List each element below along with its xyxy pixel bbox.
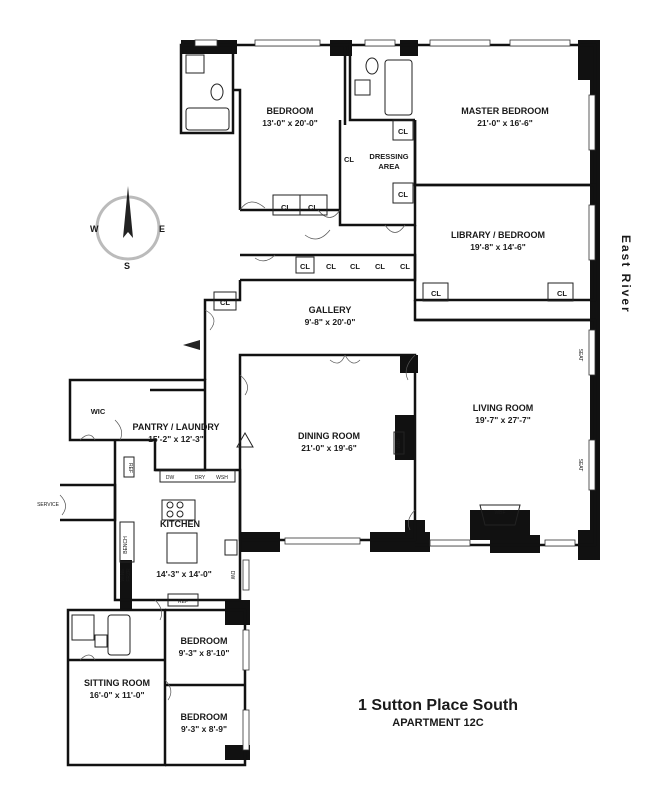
freezer-label: FRZR — [126, 568, 132, 582]
room-living-room-name: LIVING ROOM — [473, 403, 534, 413]
listing-subtitle: APARTMENT 12C — [392, 717, 484, 729]
title-block: 1 Sutton Place South APARTMENT 12C — [318, 697, 558, 729]
sink-icon — [94, 634, 108, 648]
seat-label: SEAT — [577, 459, 583, 472]
kitchen-island — [166, 532, 198, 564]
sink-icon — [185, 54, 205, 74]
washer-label: WSH — [216, 475, 228, 481]
ref-label: REF — [127, 463, 133, 473]
closet-label: CL — [220, 298, 230, 307]
closet-label: CL — [326, 262, 336, 271]
room-pantry-name: PANTRY / LAUNDRY — [132, 422, 219, 432]
sink-icon — [354, 79, 371, 96]
wbf-label: WBF — [396, 437, 402, 448]
room-library-dims: 19'-8" x 14'-6" — [470, 242, 526, 252]
room-dressing-area-name-2: AREA — [378, 162, 400, 171]
bathtub-icon — [384, 59, 413, 116]
closet-label: CL — [431, 289, 441, 298]
east-river-label: East River — [619, 235, 633, 314]
listing-title: 1 Sutton Place South — [357, 697, 518, 714]
closet-label: CL — [300, 262, 310, 271]
room-living-room-dims: 19'-7" x 27'-7" — [475, 415, 531, 425]
bench-label: BENCH — [123, 536, 129, 554]
entry-arrow-icon — [183, 340, 200, 350]
room-pantry-dims: 15'-2" x 12'-3" — [148, 434, 204, 444]
sink-icon — [224, 539, 238, 556]
entry-triangle-icon — [236, 431, 254, 448]
closet-label: CL — [398, 127, 408, 136]
closet-label: CL — [344, 155, 354, 164]
room-labels: BEDROOM 13'-0" x 20'-0" MASTER BEDROOM 2… — [84, 106, 549, 734]
compass-rose: W E S — [90, 186, 165, 271]
seat-label: SEAT — [577, 349, 583, 362]
closet-label: CL — [350, 262, 360, 271]
room-master-bedroom-dims: 21'-0" x 16'-6" — [477, 118, 533, 128]
dishwasher-label: DW — [229, 571, 235, 580]
bathroom-fixtures — [71, 54, 413, 656]
compass-west: W — [90, 224, 99, 234]
dryer-label: DRY — [195, 475, 206, 481]
door-swings — [59, 201, 416, 701]
wine-label: WINE — [120, 568, 126, 582]
closet-label: CL — [281, 203, 291, 212]
compass-south: S — [124, 261, 130, 271]
room-gallery-dims: 9'-8" x 20'-0" — [305, 317, 356, 327]
closet-label: CL — [398, 190, 408, 199]
toilet-icon — [210, 83, 224, 101]
fireplaces — [393, 431, 521, 526]
room-kitchen-name: KITCHEN — [160, 519, 200, 529]
room-sitting-room-name: SITTING ROOM — [84, 678, 150, 688]
room-dining-room-dims: 21'-0" x 19'-6" — [301, 443, 357, 453]
compass-east: E — [159, 224, 165, 234]
room-bedroom-top-name: BEDROOM — [267, 106, 314, 116]
ref-label: REF — [178, 599, 188, 605]
kitchen-fixtures — [119, 456, 238, 607]
room-dining-room-name: DINING ROOM — [298, 431, 360, 441]
bathtub-icon — [185, 107, 230, 131]
room-bedroom-mid-dims: 9'-3" x 8'-10" — [179, 648, 230, 658]
closet-label: CL — [400, 262, 410, 271]
small-labels: CL CL CL CL CL CL CL CL CL CL CL CL CL W… — [37, 127, 633, 605]
room-library-name: LIBRARY / BEDROOM — [451, 230, 545, 240]
room-bedroom-mid-name: BEDROOM — [181, 636, 228, 646]
room-bedroom-top-dims: 13'-0" x 20'-0" — [262, 118, 318, 128]
closet-label: CL — [557, 289, 567, 298]
stove-icon — [161, 499, 196, 521]
service-label: SERVICE — [37, 502, 60, 508]
closets — [213, 119, 574, 311]
room-sitting-room-dims: 16'-0" x 11'-0" — [89, 690, 144, 700]
room-kitchen-dims: 14'-3" x 14'-0" — [156, 569, 212, 579]
room-gallery-name: GALLERY — [309, 305, 352, 315]
toilet-icon — [71, 614, 95, 641]
room-bedroom-low-name: BEDROOM — [181, 712, 228, 722]
room-master-bedroom-name: MASTER BEDROOM — [461, 106, 549, 116]
dishwasher-label: DW — [166, 475, 175, 481]
wic-label: WIC — [91, 407, 106, 416]
windows — [194, 39, 596, 751]
toilet-icon — [365, 57, 379, 75]
wbf-label: WBF — [494, 510, 505, 516]
closet-label: CL — [308, 203, 318, 212]
room-bedroom-low-dims: 9'-3" x 8'-9" — [181, 724, 227, 734]
shower-icon — [107, 614, 131, 656]
north-arrow-icon — [123, 186, 133, 238]
room-dressing-area-name-1: DRESSING — [369, 152, 408, 161]
closet-label: CL — [375, 262, 385, 271]
